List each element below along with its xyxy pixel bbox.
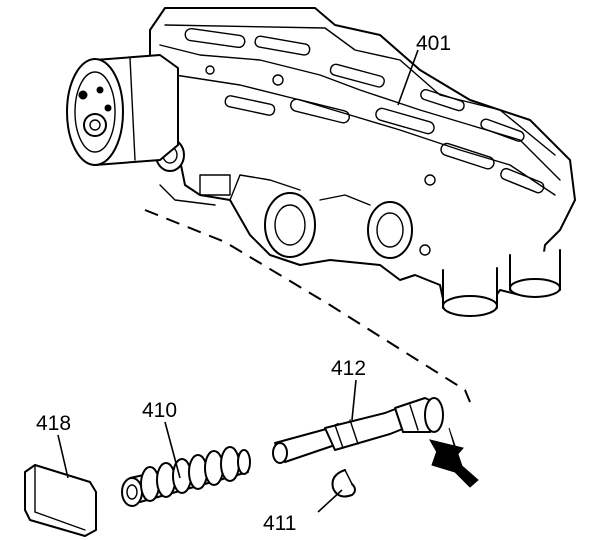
leader-line-401: [397, 49, 419, 106]
leader-line-412: [351, 379, 357, 421]
leader-line-410: [164, 421, 181, 479]
solenoid: [66, 54, 179, 166]
callout-412: 412: [331, 357, 366, 380]
valve-body-casting: [149, 7, 576, 317]
callout-410: 410: [142, 399, 177, 422]
callout-401: 401: [416, 32, 451, 55]
assembly-path-line: [144, 209, 471, 403]
retainer-clip: [331, 469, 356, 498]
spring: [121, 446, 251, 507]
leader-line-411: [317, 489, 343, 513]
leader-line-418: [57, 434, 69, 479]
callout-411: 411: [263, 512, 296, 535]
bore-plug: [24, 464, 97, 537]
valve: [272, 397, 444, 464]
callout-418: 418: [36, 412, 71, 435]
direction-arrow-head: [428, 439, 464, 469]
